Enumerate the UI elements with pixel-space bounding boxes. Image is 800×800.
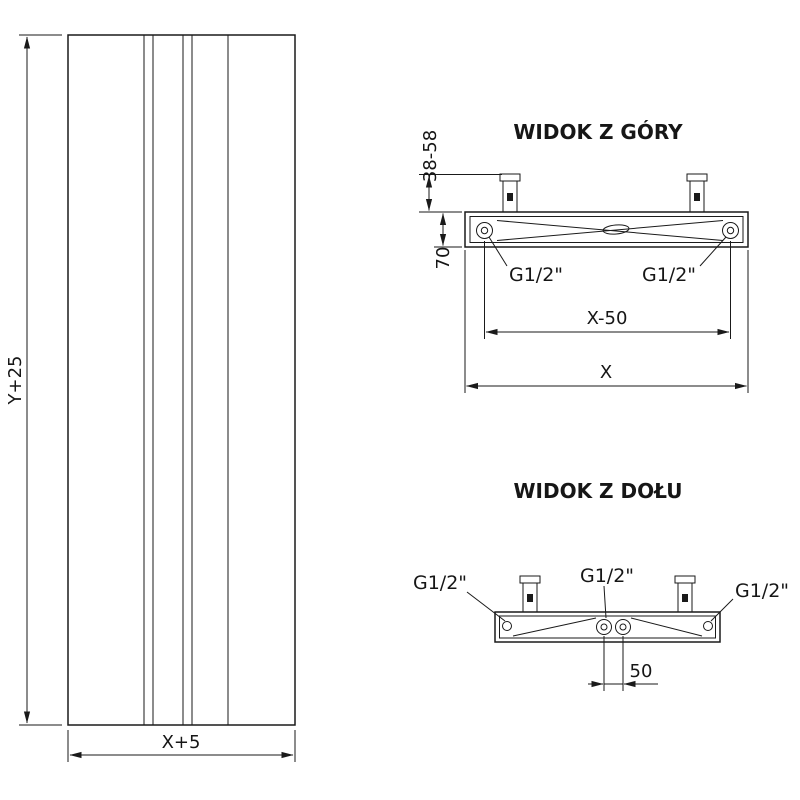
depth-label: 70 xyxy=(433,247,454,270)
bracket-range-dimension: 38-58 xyxy=(419,130,502,213)
bottom-left-port xyxy=(502,621,512,631)
total-width-label: X xyxy=(600,362,612,383)
bottom-view-title: WIDOK Z DOŁU xyxy=(513,479,682,503)
top-left-port-callout: G1/2" xyxy=(488,236,563,286)
bracket-range-label: 38-58 xyxy=(420,130,441,182)
top-view-body xyxy=(464,211,749,248)
port-span-dimension: X-50 xyxy=(484,241,731,339)
port-span-label: X-50 xyxy=(587,308,628,329)
front-view-panel xyxy=(67,34,296,726)
bottom-right-port-callout: G1/2" xyxy=(710,580,789,622)
top-left-port-label: G1/2" xyxy=(509,264,563,286)
bottom-left-port-label: G1/2" xyxy=(413,572,467,594)
center-span-label: 50 xyxy=(630,661,653,682)
bottom-view-body xyxy=(494,611,721,643)
top-view-bracket-left xyxy=(499,173,521,213)
bottom-center-port-label: G1/2" xyxy=(580,565,634,587)
front-height-label: Y+25 xyxy=(5,356,26,406)
top-view-title: WIDOK Z GÓRY xyxy=(513,120,683,144)
bottom-right-port-label: G1/2" xyxy=(735,580,789,602)
bottom-center-port-right xyxy=(615,619,631,635)
front-height-dimension: Y+25 xyxy=(5,34,62,726)
bottom-center-port-left xyxy=(596,619,612,635)
top-left-port xyxy=(476,222,493,239)
panel-outline xyxy=(67,34,296,726)
top-right-port-callout: G1/2" xyxy=(642,236,727,286)
top-right-port-label: G1/2" xyxy=(642,264,696,286)
top-right-port xyxy=(722,222,739,239)
front-width-label: X+5 xyxy=(162,732,201,753)
center-span-dimension: 50 xyxy=(588,636,658,691)
bottom-view-bracket-left xyxy=(519,575,541,613)
bottom-right-port xyxy=(703,621,713,631)
bottom-view-bracket-right xyxy=(674,575,696,613)
depth-dimension: 70 xyxy=(433,213,462,270)
top-view-bracket-right xyxy=(686,173,708,213)
bottom-left-port-callout: G1/2" xyxy=(413,572,506,622)
bottom-center-port-callout: G1/2" xyxy=(580,565,634,619)
total-width-dimension: X xyxy=(464,250,749,393)
front-width-dimension: X+5 xyxy=(67,730,296,762)
